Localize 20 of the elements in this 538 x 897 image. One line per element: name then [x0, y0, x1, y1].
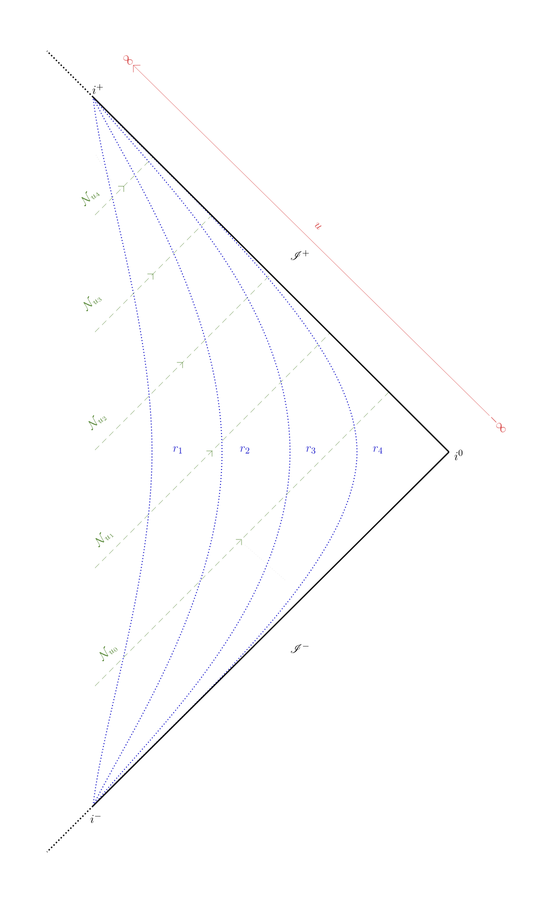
point-label: $i^-$ [90, 815, 101, 823]
ray-label: $\mathcal{N}_{u_1}$ [96, 532, 114, 548]
ray-label: $\mathcal{N}_{u_2}$ [88, 415, 107, 430]
point-label: $-\infty$ [491, 417, 506, 432]
ray-label: $\mathcal{N}_{u_4}$ [82, 191, 100, 206]
boundary-line [92, 452, 450, 806]
curve-label: $r_1$ [173, 446, 182, 454]
edge-label: $\mathscr{I}^+$ [289, 249, 311, 261]
ray-label: $\mathcal{N}_{u_0}$ [100, 646, 118, 662]
boundary-line [92, 96, 450, 452]
curve-label: $r_3$ [306, 446, 316, 454]
curve-label: $r_2$ [240, 446, 250, 454]
arrow [133, 65, 490, 416]
edge-label: $\mathscr{I}^-$ [289, 642, 311, 654]
edge-label: $u$ [312, 220, 324, 232]
point-label: $i^+$ [92, 84, 103, 94]
point-label: $\infty$ [123, 55, 133, 65]
curve-label: $r_4$ [373, 446, 382, 454]
point-label: $i^0$ [454, 450, 462, 460]
ray-label: $\mathcal{N}_{u_3}$ [84, 296, 102, 312]
